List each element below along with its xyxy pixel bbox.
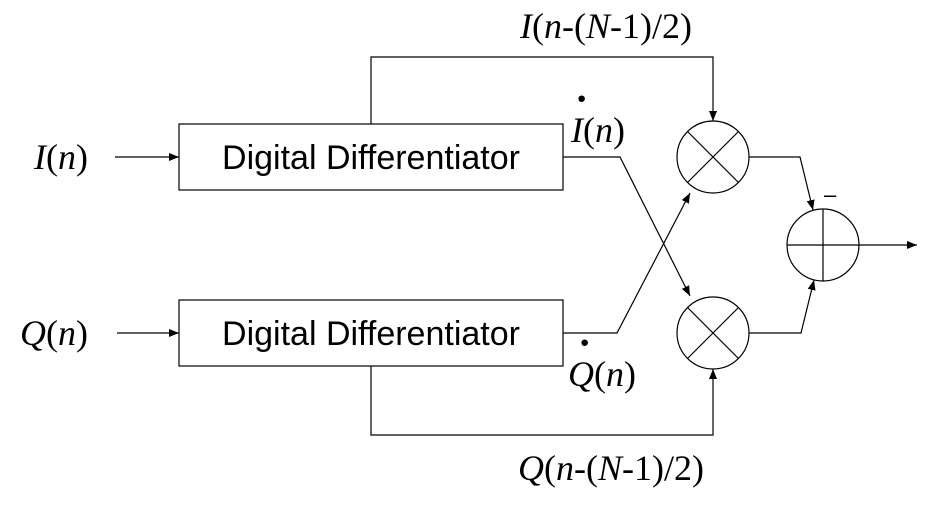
arrow-i-delayed bbox=[370, 56, 717, 124]
top-differentiator-label: Digital Differentiator bbox=[222, 139, 520, 177]
q-delayed-label: Q(n-(N-1)/2) bbox=[518, 448, 704, 488]
bottom-multiplier bbox=[676, 296, 750, 370]
arrow-i-dot-cross bbox=[563, 156, 691, 297]
arrow-q-delayed bbox=[370, 366, 717, 436]
i-dot-mark: · bbox=[575, 76, 588, 121]
arrow-q-dot-cross bbox=[563, 192, 691, 334]
bottom-differentiator-label: Digital Differentiator bbox=[222, 315, 520, 353]
top-multiplier bbox=[676, 120, 750, 194]
q-dot-label: Q(n) bbox=[568, 354, 636, 394]
arrow-top-to-summer bbox=[749, 156, 815, 211]
minus-sign: – bbox=[824, 182, 837, 207]
q-dot-mark: · bbox=[578, 320, 591, 365]
input-q-label: Q(n) bbox=[20, 313, 88, 353]
summing-junction bbox=[786, 208, 860, 282]
arrow-bottom-to-summer bbox=[749, 279, 816, 334]
input-i-label: I(n) bbox=[33, 137, 88, 177]
i-dot-label: I(n) bbox=[570, 110, 625, 150]
i-delayed-label: I(n-(N-1)/2) bbox=[519, 6, 692, 46]
